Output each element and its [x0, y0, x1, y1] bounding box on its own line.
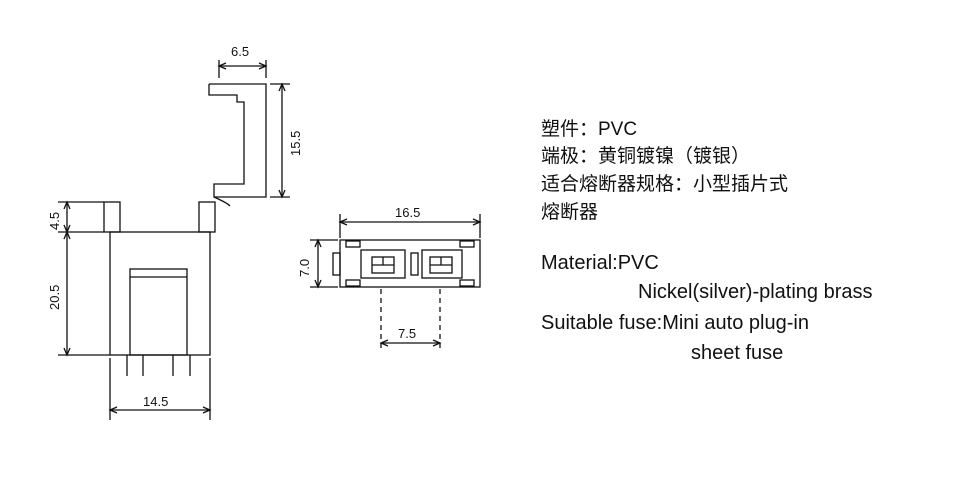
spec-cn-terminal: 端极：黄铜镀镍（镀银）	[541, 146, 751, 167]
front-view-terminals	[126, 355, 191, 376]
spec-en-material: Material:PVC	[541, 252, 659, 274]
dim-label-plan-length: 16.5	[395, 205, 420, 220]
spec-en-fuse: Suitable fuse:Mini auto plug-in	[541, 312, 809, 334]
spec-en-fuse-cont: sheet fuse	[691, 342, 784, 364]
dim-label-terminal-pitch: 7.5	[398, 326, 416, 341]
spec-en-plating: Nickel(silver)-plating brass	[638, 281, 873, 303]
dim-body-height	[58, 230, 110, 357]
dim-label-clip-width: 6.5	[231, 44, 249, 59]
dim-plan-height	[310, 238, 338, 289]
dim-clip-width	[217, 60, 268, 78]
dim-clip-height	[270, 82, 290, 199]
dim-label-body-width: 14.5	[143, 394, 168, 409]
front-view-body	[103, 201, 216, 356]
dim-body-width	[108, 358, 212, 420]
dim-label-top-height: 4.5	[47, 212, 62, 230]
dim-label-plan-height: 7.0	[297, 259, 312, 277]
dim-terminal-pitch	[379, 289, 442, 350]
spec-cn-material: 塑件：PVC	[541, 119, 638, 140]
dim-label-body-height: 20.5	[47, 285, 62, 310]
spec-cn-fuse: 适合熔断器规格：小型插片式	[541, 174, 789, 195]
dim-label-clip-height: 15.5	[288, 131, 303, 156]
plan-view-body	[332, 239, 481, 288]
dim-plan-length	[338, 214, 482, 238]
fuse-slot-right	[429, 256, 453, 274]
fuse-slot-left	[371, 256, 395, 274]
dim-top-height	[58, 200, 104, 234]
spec-cn-fuse-cont: 熔断器	[541, 202, 599, 223]
clip-outline	[208, 83, 267, 207]
